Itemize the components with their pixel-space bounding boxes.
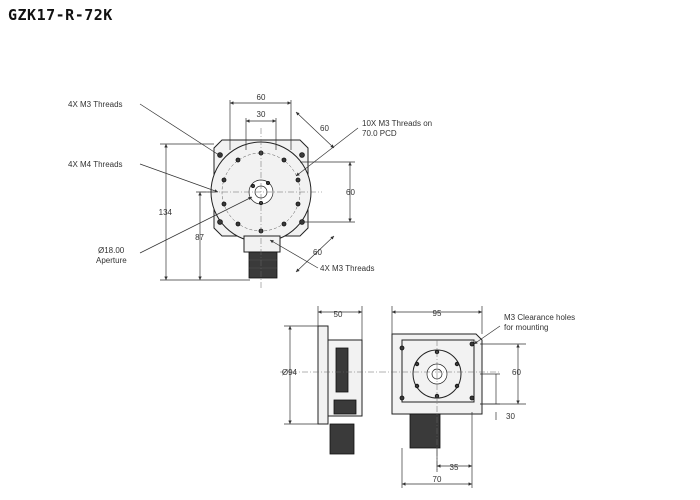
side-block: [333, 399, 357, 415]
dim-side-50: 50: [334, 310, 343, 319]
dim-top-60: 60: [257, 93, 266, 102]
label-4x-m4-threads: 4X M4 Threads: [68, 160, 123, 169]
dim-front-95: 95: [433, 309, 442, 318]
label-aperture-line2: Aperture: [96, 256, 127, 265]
side-gear: [335, 347, 349, 393]
dim-left-87: 87: [195, 233, 204, 242]
front-motor: [409, 413, 441, 449]
dim-front-bottom-35: 35: [450, 463, 459, 472]
label-aperture-line1: Ø18.00: [98, 246, 125, 255]
side-motor: [329, 423, 355, 455]
top-view: 60 30 60 60 60 134 87 4X M3 Threads 4X M…: [68, 93, 432, 290]
dim-side-94: Ø94: [282, 368, 298, 377]
motor: [248, 251, 278, 279]
label-clearance-line2: for mounting: [504, 323, 548, 332]
side-plate: [317, 325, 329, 425]
dim-top-30: 30: [257, 110, 266, 119]
dim-front-right-60: 60: [512, 368, 521, 377]
m4-thread-holes: [217, 152, 305, 225]
label-clearance-line1: M3 Clearance holes: [504, 313, 575, 322]
label-4x-m3-threads-top: 4X M3 Threads: [68, 100, 123, 109]
front-view: 95 60 30 35 70 M3 Clearance holes for mo…: [380, 306, 575, 488]
dim-diag-60-upper: 60: [320, 124, 329, 133]
dim-right-60: 60: [346, 188, 355, 197]
drawing-title: GZK17-R-72K: [8, 6, 113, 24]
dim-left-134: 134: [159, 208, 173, 217]
motor-adapter: [243, 235, 281, 253]
label-4x-m3-threads-bottom: 4X M3 Threads: [320, 264, 375, 273]
dim-front-bottom-70: 70: [433, 475, 442, 484]
label-10x-m3-line2: 70.0 PCD: [362, 129, 397, 138]
dim-diag-60-lower: 60: [313, 248, 322, 257]
side-view: 50 Ø94: [280, 306, 380, 455]
front-holes: [399, 341, 475, 401]
dim-front-right-30: 30: [506, 412, 515, 421]
label-10x-m3-line1: 10X M3 Threads on: [362, 119, 432, 128]
